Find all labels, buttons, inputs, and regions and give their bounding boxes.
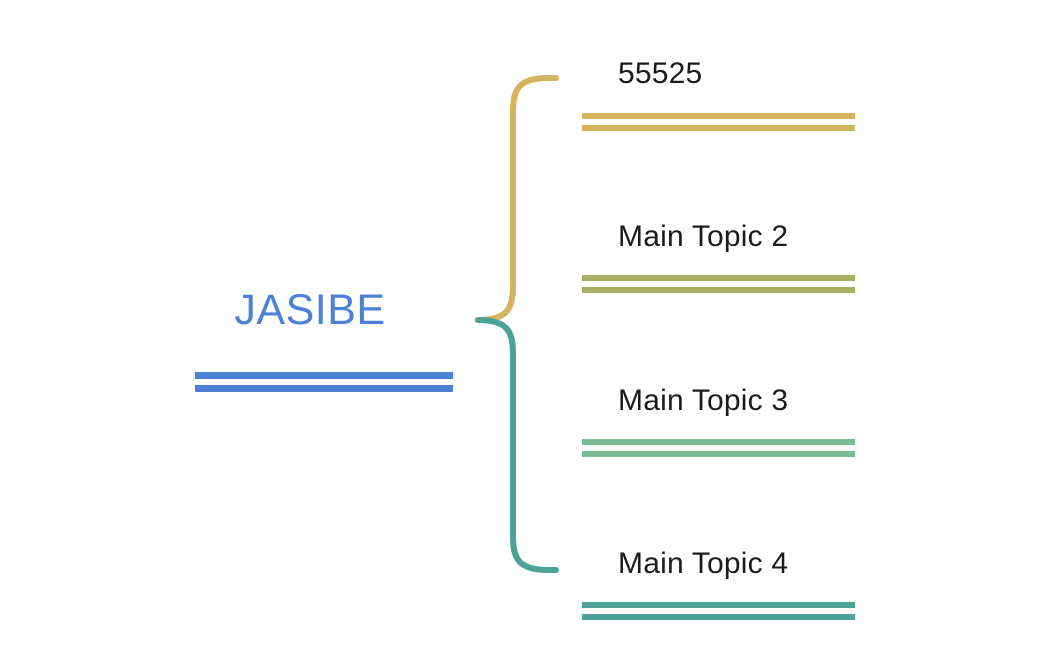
root-node-label: JASIBE (234, 286, 386, 334)
topic-node-4-underline (582, 602, 855, 620)
topic-1-rule-bottom (582, 125, 855, 131)
topic-node-4[interactable]: Main Topic 4 (582, 545, 922, 583)
topic-node-1-underline (582, 113, 855, 131)
topic-3-rule-top (582, 439, 855, 445)
topic-4-rule-bottom (582, 614, 855, 620)
topic-node-1-label: 55525 (618, 57, 703, 90)
topic-2-rule-top (582, 275, 855, 281)
upper-branch-path (475, 75, 559, 323)
topic-3-rule-bottom (582, 451, 855, 457)
root-node-underline (195, 372, 453, 392)
root-underline-rule-bottom (195, 385, 453, 392)
root-node[interactable]: JASIBE (160, 285, 460, 335)
topic-4-rule-top (582, 602, 855, 608)
topic-node-1[interactable]: 55525 (582, 55, 922, 93)
topic-1-rule-top (582, 113, 855, 119)
topic-node-3-underline (582, 439, 855, 457)
topic-node-3[interactable]: Main Topic 3 (582, 382, 922, 420)
root-underline-rule-top (195, 372, 453, 379)
topic-node-3-label: Main Topic 3 (618, 384, 789, 417)
topic-node-4-label: Main Topic 4 (618, 547, 789, 580)
topic-2-rule-bottom (582, 287, 855, 293)
lower-branch-path (475, 317, 559, 573)
topic-node-2-label: Main Topic 2 (618, 220, 789, 253)
topic-node-2-underline (582, 275, 855, 293)
topic-node-2[interactable]: Main Topic 2 (582, 218, 922, 256)
